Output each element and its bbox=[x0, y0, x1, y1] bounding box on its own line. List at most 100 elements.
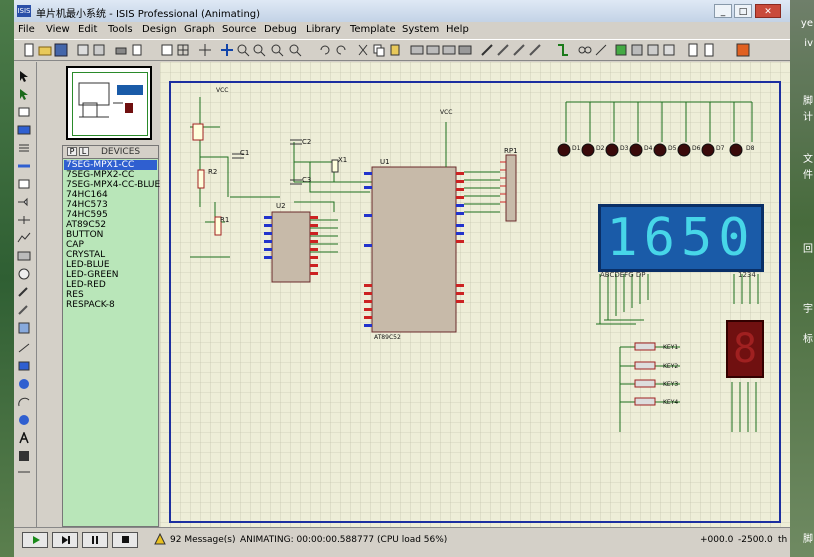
origin-icon[interactable] bbox=[198, 43, 212, 57]
menu-library[interactable]: Library bbox=[306, 24, 341, 35]
schematic-canvas[interactable]: C1 R2 R1 VCC C2 C3 X1 bbox=[160, 62, 790, 527]
device-item[interactable]: 74HC595 bbox=[66, 210, 108, 220]
paste-icon[interactable] bbox=[388, 43, 402, 57]
box-tool-icon[interactable] bbox=[17, 360, 31, 372]
menu-template[interactable]: Template bbox=[350, 24, 396, 35]
pick-device-icon[interactable] bbox=[480, 43, 494, 57]
zoom-out-icon[interactable] bbox=[252, 43, 266, 57]
title-bar[interactable]: ISIS 单片机最小系统 - ISIS Professional (Animat… bbox=[14, 0, 790, 22]
menu-view[interactable]: View bbox=[46, 24, 70, 35]
device-item[interactable]: CAP bbox=[66, 240, 84, 250]
selection-mode-icon[interactable] bbox=[17, 70, 31, 82]
grid-icon[interactable] bbox=[176, 43, 190, 57]
device-item[interactable]: 7SEG-MPX2-CC bbox=[66, 170, 135, 180]
menu-design[interactable]: Design bbox=[142, 24, 177, 35]
device-item[interactable]: 7SEG-MPX1-CC bbox=[64, 160, 157, 170]
junction-dot-icon[interactable] bbox=[17, 106, 31, 118]
device-item[interactable]: RESPACK-8 bbox=[66, 300, 115, 310]
step-button[interactable] bbox=[52, 532, 78, 548]
wire-autorouter-icon[interactable] bbox=[556, 43, 570, 57]
subcircuit-icon[interactable] bbox=[17, 178, 31, 190]
message-count[interactable]: 92 Message(s) bbox=[170, 535, 236, 545]
device-item[interactable]: 7SEG-MPX4-CC-BLUE bbox=[66, 180, 161, 190]
current-probe-icon[interactable] bbox=[17, 304, 31, 316]
redo-icon[interactable] bbox=[334, 43, 348, 57]
zoom-in-icon[interactable] bbox=[236, 43, 250, 57]
import-icon[interactable] bbox=[76, 43, 90, 57]
terminals-icon[interactable] bbox=[17, 196, 31, 208]
wire-label-icon[interactable] bbox=[17, 124, 31, 136]
generator-icon[interactable] bbox=[17, 268, 31, 280]
buses-icon[interactable] bbox=[17, 160, 31, 172]
path-tool-icon[interactable] bbox=[17, 414, 31, 426]
cut-icon[interactable] bbox=[356, 43, 370, 57]
undo-icon[interactable] bbox=[318, 43, 332, 57]
play-button[interactable] bbox=[22, 532, 48, 548]
device-pins-icon[interactable] bbox=[17, 214, 31, 226]
new-file-icon[interactable] bbox=[22, 43, 36, 57]
text-tool-icon[interactable] bbox=[17, 432, 31, 444]
line-tool-icon[interactable] bbox=[17, 342, 31, 354]
device-item[interactable]: 74HC164 bbox=[66, 190, 108, 200]
pan-icon[interactable] bbox=[220, 43, 234, 57]
menu-system[interactable]: System bbox=[402, 24, 440, 35]
menu-tools[interactable]: Tools bbox=[108, 24, 133, 35]
bill-of-materials-icon[interactable] bbox=[662, 43, 676, 57]
menu-edit[interactable]: Edit bbox=[78, 24, 98, 35]
device-item[interactable]: LED-GREEN bbox=[66, 270, 119, 280]
overview-window[interactable] bbox=[66, 66, 152, 140]
decompose-icon[interactable] bbox=[528, 43, 542, 57]
marker-tool-icon[interactable] bbox=[17, 466, 31, 478]
text-script-icon[interactable] bbox=[17, 142, 31, 154]
device-item[interactable]: LED-BLUE bbox=[66, 260, 110, 270]
save-icon[interactable] bbox=[54, 43, 68, 57]
minimize-button[interactable]: _ bbox=[714, 4, 732, 18]
menu-source[interactable]: Source bbox=[222, 24, 257, 35]
graph-mode-icon[interactable] bbox=[17, 232, 31, 244]
ares-icon[interactable] bbox=[736, 43, 750, 57]
new-sheet-icon[interactable] bbox=[614, 43, 628, 57]
search-tag-icon[interactable] bbox=[578, 43, 592, 57]
netlist-icon[interactable] bbox=[686, 43, 700, 57]
block-copy-icon[interactable] bbox=[410, 43, 424, 57]
menu-help[interactable]: Help bbox=[446, 24, 469, 35]
stop-button[interactable] bbox=[112, 532, 138, 548]
block-rotate-icon[interactable] bbox=[442, 43, 456, 57]
device-item[interactable]: BUTTON bbox=[66, 230, 104, 240]
zoom-all-icon[interactable] bbox=[270, 43, 284, 57]
export-icon[interactable] bbox=[92, 43, 106, 57]
pause-button[interactable] bbox=[82, 532, 108, 548]
print-icon[interactable] bbox=[114, 43, 128, 57]
print-area-icon[interactable] bbox=[130, 43, 144, 57]
component-mode-icon[interactable] bbox=[17, 88, 31, 100]
menu-file[interactable]: File bbox=[18, 24, 35, 35]
block-move-icon[interactable] bbox=[426, 43, 440, 57]
device-item[interactable]: LED-RED bbox=[66, 280, 106, 290]
make-device-icon[interactable] bbox=[496, 43, 510, 57]
arc-tool-icon[interactable] bbox=[17, 396, 31, 408]
tape-recorder-icon[interactable] bbox=[17, 250, 31, 262]
exit-to-parent-icon[interactable] bbox=[646, 43, 660, 57]
design-explorer-icon[interactable] bbox=[702, 43, 716, 57]
close-button[interactable]: ✕ bbox=[755, 4, 781, 18]
menu-debug[interactable]: Debug bbox=[264, 24, 297, 35]
circle-tool-icon[interactable] bbox=[17, 378, 31, 390]
remove-sheet-icon[interactable] bbox=[630, 43, 644, 57]
copy-icon[interactable] bbox=[372, 43, 386, 57]
device-item[interactable]: AT89C52 bbox=[66, 220, 107, 230]
library-manager-button[interactable]: L bbox=[79, 147, 89, 156]
property-assignment-icon[interactable] bbox=[594, 43, 608, 57]
device-item[interactable]: CRYSTAL bbox=[66, 250, 106, 260]
zoom-area-icon[interactable] bbox=[288, 43, 302, 57]
packaging-tool-icon[interactable] bbox=[512, 43, 526, 57]
refresh-icon[interactable] bbox=[160, 43, 174, 57]
maximize-button[interactable]: □ bbox=[734, 4, 752, 18]
open-folder-icon[interactable] bbox=[38, 43, 52, 57]
voltage-probe-icon[interactable] bbox=[17, 286, 31, 298]
symbol-tool-icon[interactable] bbox=[17, 450, 31, 462]
pick-devices-button[interactable]: P bbox=[67, 147, 77, 156]
virtual-instruments-icon[interactable] bbox=[17, 322, 31, 334]
block-delete-icon[interactable] bbox=[458, 43, 472, 57]
menu-graph[interactable]: Graph bbox=[184, 24, 215, 35]
device-item[interactable]: RES bbox=[66, 290, 84, 300]
